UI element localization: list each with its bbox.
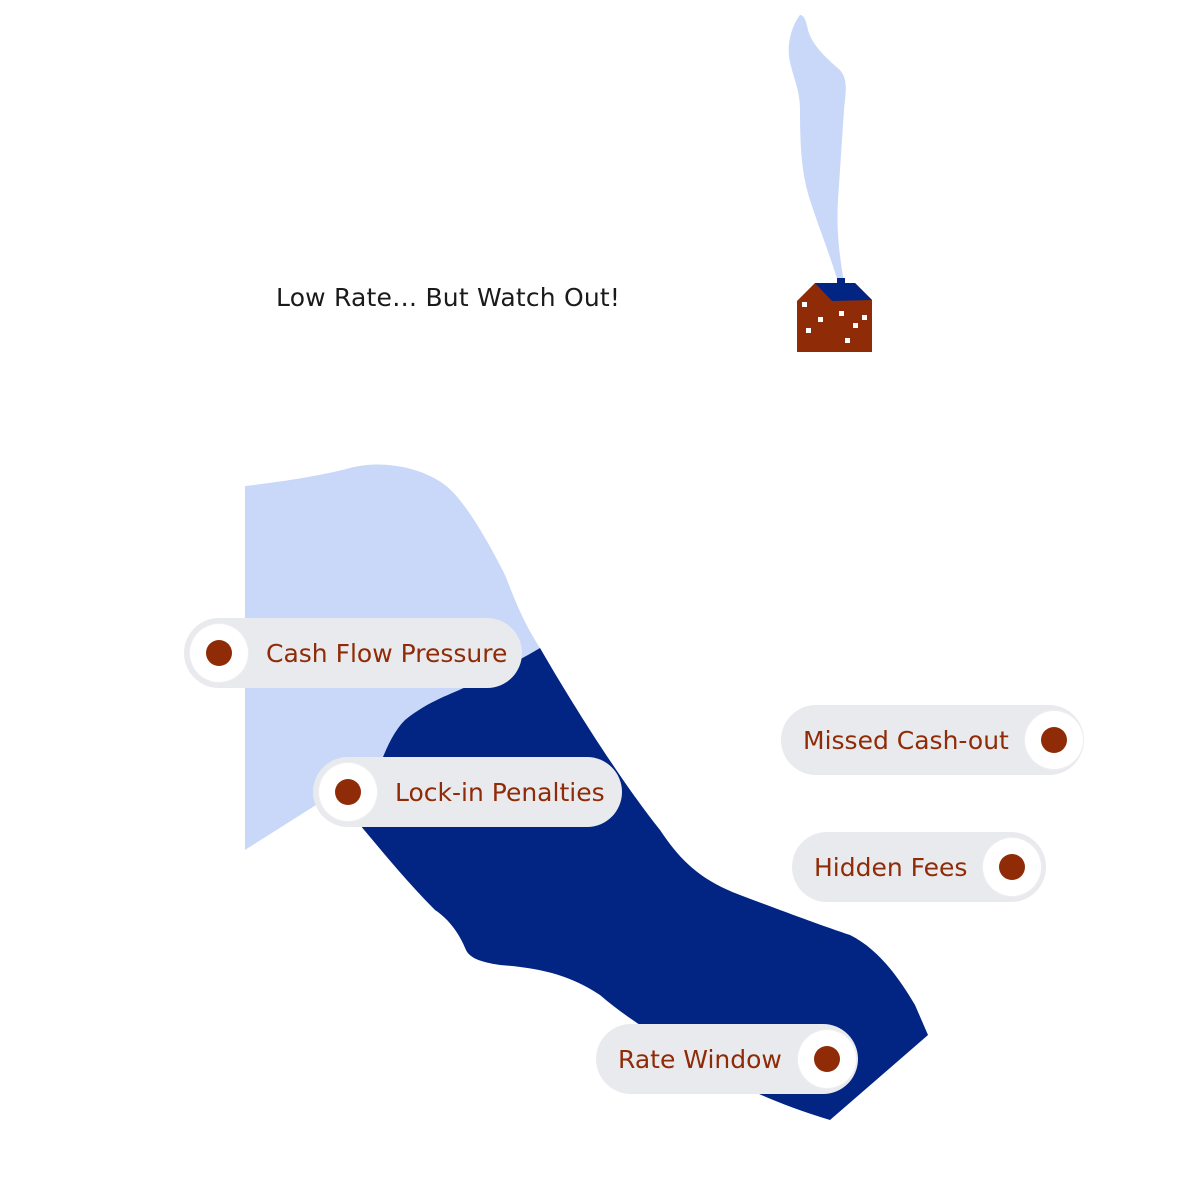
dot-marker-icon bbox=[335, 779, 361, 805]
callout-label: Hidden Fees bbox=[814, 852, 968, 882]
smoke-icon bbox=[788, 15, 846, 282]
dot-marker-icon bbox=[999, 854, 1026, 880]
callout-label: Cash Flow Pressure bbox=[266, 638, 508, 668]
marker-ring bbox=[1024, 711, 1083, 769]
callout-lock-in-penalties[interactable]: Lock-in Penalties bbox=[313, 757, 622, 827]
callout-label: Missed Cash-out bbox=[803, 725, 1009, 755]
callout-cash-flow-pressure[interactable]: Cash Flow Pressure bbox=[184, 618, 522, 688]
dot-marker-icon bbox=[206, 640, 232, 666]
marker-ring bbox=[190, 624, 248, 682]
callout-missed-cash-out[interactable]: Missed Cash-out bbox=[781, 705, 1084, 775]
page-title: Low Rate… But Watch Out! bbox=[276, 283, 621, 312]
marker-ring bbox=[797, 1030, 856, 1088]
callout-label: Lock-in Penalties bbox=[395, 777, 605, 807]
dot-marker-icon bbox=[1040, 727, 1067, 753]
dot-marker-icon bbox=[813, 1046, 840, 1072]
callout-label: Rate Window bbox=[618, 1044, 782, 1074]
marker-ring bbox=[983, 838, 1042, 896]
house-icon bbox=[797, 278, 872, 352]
callout-rate-window[interactable]: Rate Window bbox=[596, 1024, 858, 1094]
callout-hidden-fees[interactable]: Hidden Fees bbox=[792, 832, 1046, 902]
marker-ring bbox=[319, 763, 377, 821]
